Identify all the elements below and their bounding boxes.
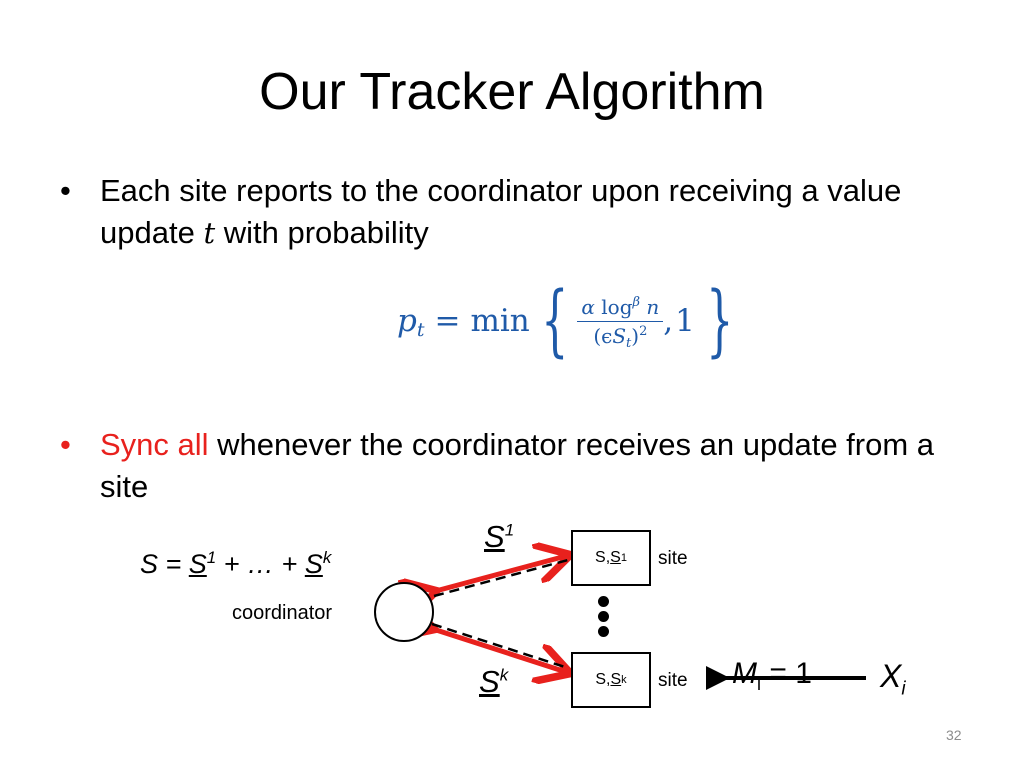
site-label-k: site bbox=[658, 670, 688, 691]
edge-bottom-dash bbox=[431, 622, 569, 670]
coordinator-node bbox=[374, 582, 434, 642]
bullet-1: • Each site reports to the coordinator u… bbox=[60, 170, 968, 254]
edge-bottom-s: S bbox=[479, 664, 500, 699]
formula-close-brace: } bbox=[706, 276, 734, 366]
formula-min: min bbox=[470, 303, 530, 339]
coordinator-label: coordinator bbox=[232, 602, 333, 624]
ellipsis-dots bbox=[598, 596, 610, 641]
variable-t: t bbox=[203, 216, 216, 250]
formula-lhs-sub: t bbox=[416, 319, 425, 341]
num-log: log bbox=[601, 294, 633, 319]
formula-open-brace: { bbox=[540, 276, 569, 366]
sum-s1: S bbox=[188, 549, 207, 579]
edge-bottom-sup: k bbox=[499, 665, 509, 685]
edge-top-label: S1 bbox=[484, 519, 514, 555]
mi-sub: i bbox=[757, 674, 761, 694]
bullet-1-text-a: Each site reports to the coordinator upo… bbox=[100, 173, 902, 250]
formula-comma: , bbox=[663, 303, 674, 339]
formula-fraction: α logβ n (ϵSt)2 bbox=[577, 294, 664, 351]
formula-denominator: (ϵSt)2 bbox=[593, 322, 648, 351]
num-n: n bbox=[646, 294, 660, 319]
site2-sup: k bbox=[621, 674, 627, 686]
slide-title: Our Tracker Algorithm bbox=[259, 63, 765, 121]
site-label-1: site bbox=[658, 548, 688, 569]
bullet-2-text: Sync all whenever the coordinator receiv… bbox=[68, 424, 968, 508]
mi-label: Mi = 1 bbox=[732, 657, 812, 695]
bullet-dot: • bbox=[60, 427, 71, 462]
den-s: S bbox=[612, 323, 627, 348]
xi-label: Xi bbox=[880, 658, 906, 700]
xi-sub: i bbox=[901, 678, 906, 700]
formula-one: 1 bbox=[675, 303, 695, 339]
num-alpha: α bbox=[581, 294, 595, 319]
bullet-2-text-rest: whenever the coordinator receives an upd… bbox=[100, 427, 935, 504]
page-number: 32 bbox=[946, 727, 962, 743]
bullet-1-text: Each site reports to the coordinator upo… bbox=[68, 170, 968, 254]
den-sq: 2 bbox=[639, 323, 648, 339]
edge-top-dash bbox=[433, 558, 569, 598]
sum-supk: k bbox=[322, 548, 332, 567]
edge-top-red bbox=[432, 556, 566, 592]
sync-all-highlight: Sync all bbox=[100, 427, 209, 462]
site2-prefix: S, bbox=[595, 671, 611, 688]
den-sub: t bbox=[626, 335, 632, 351]
sum-sup1: 1 bbox=[206, 548, 217, 567]
mi-m: M bbox=[732, 657, 757, 690]
formula-lhs: p bbox=[397, 303, 417, 339]
site1-sup: 1 bbox=[620, 552, 627, 564]
sum-equation: S = S1 + … + Sk bbox=[140, 548, 331, 580]
bullet-1-text-b: with probability bbox=[215, 215, 429, 250]
site1-s: S bbox=[610, 549, 621, 566]
sum-lhs: S = bbox=[140, 549, 189, 579]
edge-bottom-red bbox=[430, 628, 566, 672]
edge-bottom-label: Sk bbox=[479, 664, 508, 700]
den-close: ) bbox=[631, 323, 640, 348]
bullet-dot: • bbox=[60, 173, 71, 208]
site1-prefix: S, bbox=[595, 549, 611, 566]
edge-top-sup: 1 bbox=[504, 520, 515, 540]
sum-mid: + … + bbox=[216, 549, 305, 579]
den-open: (ϵ bbox=[593, 323, 613, 348]
mi-rhs: = 1 bbox=[761, 657, 812, 690]
edge-top-s: S bbox=[484, 519, 505, 554]
bullet-2: • Sync all whenever the coordinator rece… bbox=[60, 424, 968, 508]
num-beta: β bbox=[632, 294, 641, 310]
site2-s: S bbox=[610, 671, 622, 688]
xi-x: X bbox=[880, 658, 902, 694]
sum-sk: S bbox=[304, 549, 323, 579]
formula-equals: = bbox=[434, 303, 461, 339]
formula-numerator: α logβ n bbox=[577, 294, 664, 322]
